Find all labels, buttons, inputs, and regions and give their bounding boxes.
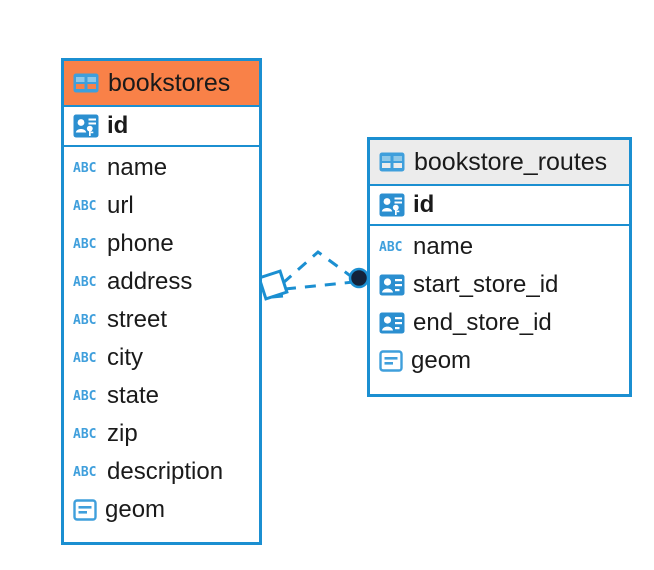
attribute-label: street bbox=[107, 306, 168, 333]
attribute-label: description bbox=[107, 458, 224, 485]
attribute-row-phone[interactable]: ABC phone bbox=[64, 225, 259, 263]
attribute-row-start-store-id[interactable]: start_store_id bbox=[370, 266, 629, 304]
table-icon bbox=[379, 152, 405, 172]
attribute-label: end_store_id bbox=[413, 309, 552, 336]
svg-text:ABC: ABC bbox=[73, 237, 96, 251]
entity-bookstore-routes[interactable]: bookstore_routes id ABC bbox=[367, 137, 632, 397]
attribute-row-street[interactable]: ABC street bbox=[64, 301, 259, 339]
text-type-icon: ABC bbox=[73, 199, 96, 213]
entity-header-bookstores[interactable]: bookstores bbox=[64, 61, 259, 105]
attribute-list-bookstores: ABC name ABC url ABC phone ABC ad bbox=[64, 147, 259, 533]
svg-text:ABC: ABC bbox=[73, 313, 96, 327]
svg-text:ABC: ABC bbox=[73, 389, 96, 403]
text-type-icon: ABC bbox=[73, 427, 96, 441]
attribute-row-geom[interactable]: geom bbox=[64, 491, 259, 529]
attribute-row-geom[interactable]: geom bbox=[370, 342, 629, 380]
attribute-label: name bbox=[107, 154, 168, 181]
entity-bookstores[interactable]: bookstores id ABC bbox=[61, 58, 262, 545]
entity-title: bookstores bbox=[108, 68, 231, 97]
attribute-row-primary-key[interactable]: id bbox=[64, 107, 259, 145]
svg-text:ABC: ABC bbox=[73, 427, 96, 441]
attribute-row-state[interactable]: ABC state bbox=[64, 377, 259, 415]
primary-key-section-bookstores: id bbox=[64, 105, 259, 147]
svg-text:ABC: ABC bbox=[73, 465, 96, 479]
attribute-row-name[interactable]: ABC name bbox=[64, 149, 259, 187]
attribute-row-zip[interactable]: ABC zip bbox=[64, 415, 259, 453]
attribute-label: state bbox=[107, 382, 160, 409]
text-type-icon: ABC bbox=[379, 240, 402, 254]
attribute-label: address bbox=[107, 268, 193, 295]
entity-title: bookstore_routes bbox=[414, 147, 608, 176]
table-icon bbox=[73, 73, 99, 93]
attribute-label: id bbox=[413, 191, 435, 218]
attribute-label: id bbox=[107, 112, 129, 139]
attribute-row-city[interactable]: ABC city bbox=[64, 339, 259, 377]
diamond-open-marker bbox=[257, 269, 289, 301]
svg-text:ABC: ABC bbox=[73, 351, 96, 365]
svg-text:ABC: ABC bbox=[73, 161, 96, 175]
svg-text:ABC: ABC bbox=[379, 240, 402, 254]
attribute-label: zip bbox=[107, 420, 138, 447]
attribute-row-address[interactable]: ABC address bbox=[64, 263, 259, 301]
svg-text:ABC: ABC bbox=[73, 275, 96, 289]
text-type-icon: ABC bbox=[73, 465, 96, 479]
attribute-label: city bbox=[107, 344, 143, 371]
text-type-icon: ABC bbox=[73, 161, 96, 175]
attribute-row-name[interactable]: ABC name bbox=[370, 228, 629, 266]
attribute-row-url[interactable]: ABC url bbox=[64, 187, 259, 225]
text-type-icon: ABC bbox=[73, 313, 96, 327]
foreign-key-icon bbox=[379, 274, 405, 296]
attribute-row-description[interactable]: ABC description bbox=[64, 453, 259, 491]
text-type-icon: ABC bbox=[73, 351, 96, 365]
svg-text:ABC: ABC bbox=[73, 199, 96, 213]
relationship-line-upper bbox=[282, 250, 357, 285]
diamond-tail bbox=[271, 294, 284, 299]
primary-key-section-bookstore-routes: id bbox=[370, 184, 629, 226]
geometry-type-icon bbox=[73, 499, 97, 521]
text-type-icon: ABC bbox=[73, 275, 96, 289]
attribute-label: name bbox=[413, 233, 474, 260]
attribute-row-end-store-id[interactable]: end_store_id bbox=[370, 304, 629, 342]
geometry-type-icon bbox=[379, 350, 403, 372]
primary-key-icon bbox=[73, 114, 99, 138]
foreign-key-icon bbox=[379, 312, 405, 334]
attribute-label: start_store_id bbox=[413, 271, 559, 298]
attribute-label: geom bbox=[105, 496, 166, 523]
attribute-row-primary-key[interactable]: id bbox=[370, 186, 629, 224]
attribute-label: geom bbox=[411, 347, 472, 374]
primary-key-icon bbox=[379, 193, 405, 217]
filled-circle-marker bbox=[348, 267, 370, 289]
text-type-icon: ABC bbox=[73, 237, 96, 251]
text-type-icon: ABC bbox=[73, 389, 96, 403]
attribute-label: phone bbox=[107, 230, 174, 257]
attribute-list-bookstore-routes: ABC name start_store_id bbox=[370, 226, 629, 384]
relationship-line-lower bbox=[284, 280, 355, 291]
entity-header-bookstore-routes[interactable]: bookstore_routes bbox=[370, 140, 629, 184]
attribute-label: url bbox=[107, 192, 134, 219]
